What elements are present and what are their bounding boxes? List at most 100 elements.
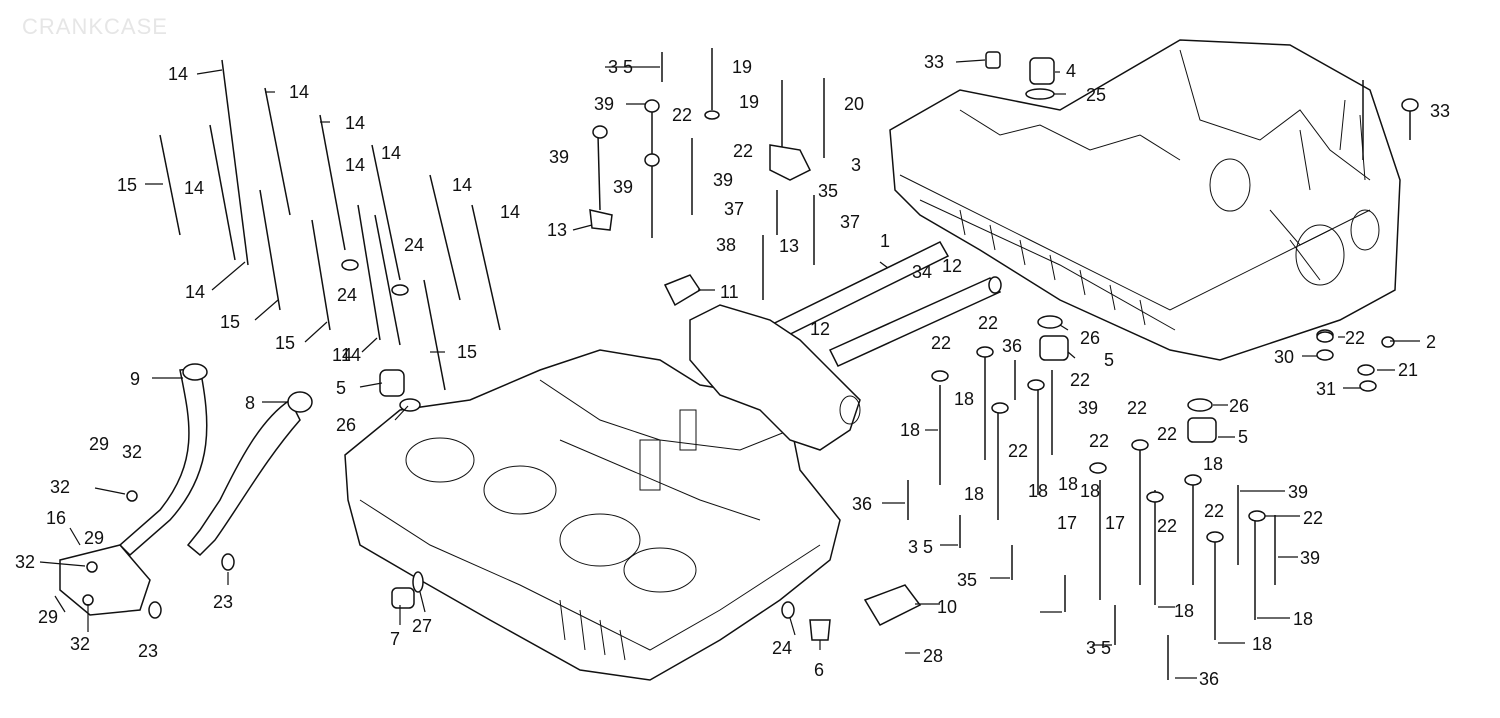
part-number-label: 26: [1080, 328, 1100, 348]
part-number-label: 23: [213, 592, 233, 612]
part-number-label: 18: [1203, 454, 1223, 474]
part-number-label: 22: [1157, 516, 1177, 536]
part-number-label: 13: [779, 236, 799, 256]
part-number-label: 35: [957, 570, 977, 590]
part-number-label: 37: [724, 199, 744, 219]
part-number-label: 19: [739, 92, 759, 112]
part-number-label: 24: [337, 285, 357, 305]
part-number-label: 26: [1229, 396, 1249, 416]
part-number-label: 18: [954, 389, 974, 409]
part-number-label: 29: [84, 528, 104, 548]
part-number-label: 18: [1252, 634, 1272, 654]
part-number-label: 3: [851, 155, 861, 175]
part-number-label: 31: [1316, 379, 1336, 399]
part-number-label: 20: [844, 94, 864, 114]
part-number-label: 39: [713, 170, 733, 190]
part-number-label: 5: [1104, 350, 1114, 370]
part-number-label: 33: [1430, 101, 1450, 121]
part-number-label: 15: [117, 175, 137, 195]
part-number-label: 38: [716, 235, 736, 255]
part-number-label: 15: [220, 312, 240, 332]
lower-crankcase-illustration: [344, 349, 841, 681]
part-number-label: 32: [15, 552, 35, 572]
part-number-label: 18: [964, 484, 984, 504]
part-number-label: 22: [1070, 370, 1090, 390]
part-number-label: 11: [720, 282, 739, 302]
part-number-label: 39: [549, 147, 569, 167]
part-number-label: 1: [880, 231, 890, 251]
part-number-label: 24: [772, 638, 792, 658]
part-number-label: 25: [1086, 85, 1106, 105]
part-number-label: 13: [547, 220, 567, 240]
part-number-label: 5: [1238, 427, 1248, 447]
part-number-label: 22: [1008, 441, 1028, 461]
part-number-label: 34: [912, 262, 932, 282]
part-number-label: 12: [942, 256, 962, 276]
part-number-label: 22: [1303, 508, 1323, 528]
part-number-label: 18: [1058, 474, 1078, 494]
part-number-label: 18: [1028, 481, 1048, 501]
part-number-label: 27: [412, 616, 432, 636]
part-number-label: 39: [1300, 548, 1320, 568]
part-number-label: 29: [38, 607, 58, 627]
part-number-label: 22: [1157, 424, 1177, 444]
part-number-label: 16: [46, 508, 66, 528]
part-number-label: 10: [937, 597, 957, 617]
part-number-label: 14: [345, 113, 365, 133]
part-number-label: 3 5: [608, 57, 633, 77]
part-number-label: 8: [245, 393, 255, 413]
part-number-label: 14: [168, 64, 188, 84]
part-number-label: 22: [1204, 501, 1224, 521]
part-number-label: 21: [1398, 360, 1418, 380]
part-number-label: 39: [1078, 398, 1098, 418]
part-number-label: 36: [852, 494, 872, 514]
part-number-label: 12: [810, 319, 830, 339]
part-number-label: 3 5: [908, 537, 933, 557]
part-number-label: 22: [978, 313, 998, 333]
part-number-label: 39: [594, 94, 614, 114]
part-number-label: 15: [457, 342, 477, 362]
part-number-label: 22: [1089, 431, 1109, 451]
part-number-label: 9: [130, 369, 140, 389]
part-number-label: 5: [336, 378, 346, 398]
part-number-label: 7: [390, 629, 400, 649]
leader-lines: [39, 59, 1420, 679]
part-number-label: 28: [923, 646, 943, 666]
part-number-label: 18: [1293, 609, 1313, 629]
part-number-label: 14: [185, 282, 205, 302]
part-number-label: 14: [452, 175, 472, 195]
part-number-label: 29: [89, 434, 109, 454]
part-number-label: 14: [381, 143, 401, 163]
part-number-label: 24: [404, 235, 424, 255]
part-number-label: 2: [1426, 332, 1436, 352]
part-number-label: 22: [672, 105, 692, 125]
part-number-label: 36: [1199, 669, 1219, 689]
part-number-label: 19: [732, 57, 752, 77]
part-number-label: 14: [184, 178, 204, 198]
part-number-label: 23: [138, 641, 158, 661]
small-parts: [82, 51, 1419, 641]
part-number-label: 17: [1105, 513, 1125, 533]
part-number-label: 36: [1002, 336, 1022, 356]
part-number-label: 22: [931, 333, 951, 353]
part-number-label: 14: [341, 345, 361, 365]
part-number-label: 3 5: [1086, 638, 1111, 658]
part-number-label: 32: [70, 634, 90, 654]
upper-crankcase-illustration: [889, 39, 1401, 361]
part-number-label: 22: [1345, 328, 1365, 348]
part-number-label: 26: [336, 415, 356, 435]
part-number-label: 37: [840, 212, 860, 232]
part-number-label: 6: [814, 660, 824, 680]
part-number-label: 30: [1274, 347, 1294, 367]
part-number-label: 4: [1066, 61, 1076, 81]
part-number-label: 14: [332, 345, 352, 365]
part-number-label: 35: [818, 181, 838, 201]
part-number-label: 17: [1057, 513, 1077, 533]
breather-pipe-illustration: [689, 241, 1002, 451]
studs-and-bolts: [159, 48, 1411, 680]
part-number-label: 14: [500, 202, 520, 222]
part-number-label: 32: [50, 477, 70, 497]
part-number-label: 14: [289, 82, 309, 102]
